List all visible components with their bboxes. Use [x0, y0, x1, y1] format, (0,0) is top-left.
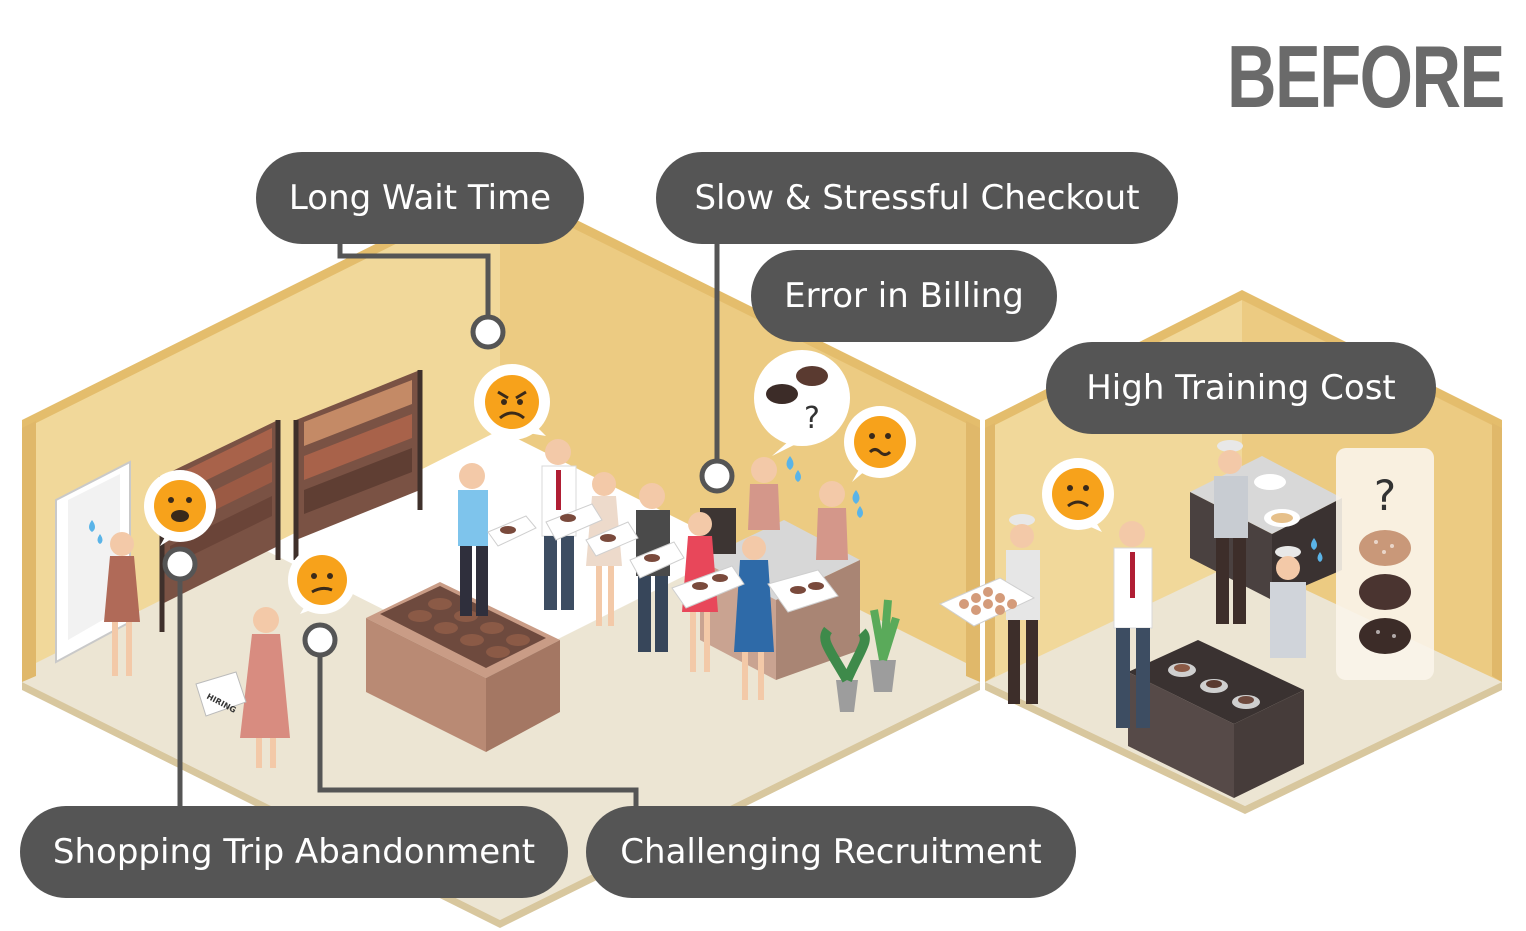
worried-emoji-bubble: [844, 406, 916, 482]
svg-text:?: ?: [804, 401, 820, 436]
callout-recruitment: Challenging Recruitment: [586, 806, 1076, 898]
bread-shelf-back: [293, 370, 423, 560]
page-title: BEFORE: [1227, 27, 1505, 126]
connector-lines: [177, 240, 720, 806]
display-table: [366, 582, 560, 752]
mystery-cookies: ?: [1336, 448, 1434, 680]
plants: [820, 599, 900, 712]
svg-text:?: ?: [1374, 471, 1396, 520]
unsure-emoji-bubble: [288, 546, 356, 614]
callout-long-wait-time: Long Wait Time: [256, 152, 584, 244]
callout-slow-checkout: Slow & Stressful Checkout: [656, 152, 1178, 244]
callout-training-cost: High Training Cost: [1046, 342, 1436, 434]
cashiers: [748, 457, 848, 560]
chefs: [938, 440, 1306, 728]
confused-cookie-bubble: ?: [754, 350, 850, 456]
angry-emoji-bubble: [474, 364, 550, 440]
tear-drops: [89, 456, 1323, 562]
kitchen-counter-front: [1128, 640, 1304, 798]
sad-emoji-bubble: [1042, 458, 1114, 532]
trays: [487, 503, 839, 613]
callout-trip-abandonment: Shopping Trip Abandonment: [20, 806, 568, 898]
connector-nodes: [162, 314, 735, 658]
callout-billing-error: Error in Billing: [751, 250, 1057, 342]
hiring-sign: HIRING: [195, 671, 247, 717]
frightened-emoji-bubble: [144, 470, 216, 546]
